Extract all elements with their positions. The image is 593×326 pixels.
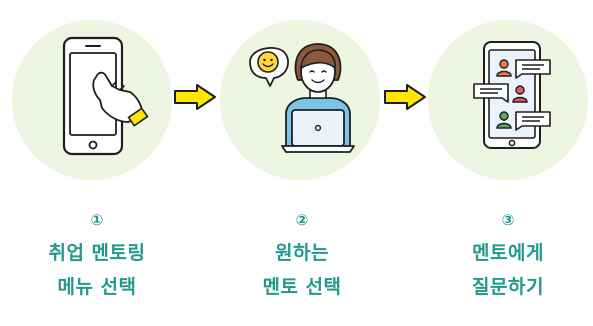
step-2-number: ② <box>295 211 309 229</box>
step-2-line2: 멘토 선택 <box>262 276 342 298</box>
mentor-laptop-icon <box>249 43 355 153</box>
arrow-right-icon <box>174 84 216 110</box>
step-1-line2: 메뉴 선택 <box>57 276 137 298</box>
chat-phone-icon <box>473 41 551 149</box>
step-3-label: ③ 멘토에게 질문하기 <box>423 210 593 304</box>
step-1-number: ① <box>90 211 104 229</box>
step-3-line2: 질문하기 <box>472 276 544 298</box>
step-3-line1: 멘토에게 <box>472 242 544 264</box>
step-3-number: ③ <box>501 211 515 229</box>
step-1-label: ① 취업 멘토링 메뉴 선택 <box>12 210 182 304</box>
arrow-right-icon <box>384 84 426 110</box>
step-2-label: ② 원하는 멘토 선택 <box>217 210 387 304</box>
step-2-line1: 원하는 <box>275 242 329 264</box>
step-1-line1: 취업 멘토링 <box>48 242 146 264</box>
phone-tap-icon <box>62 36 149 156</box>
